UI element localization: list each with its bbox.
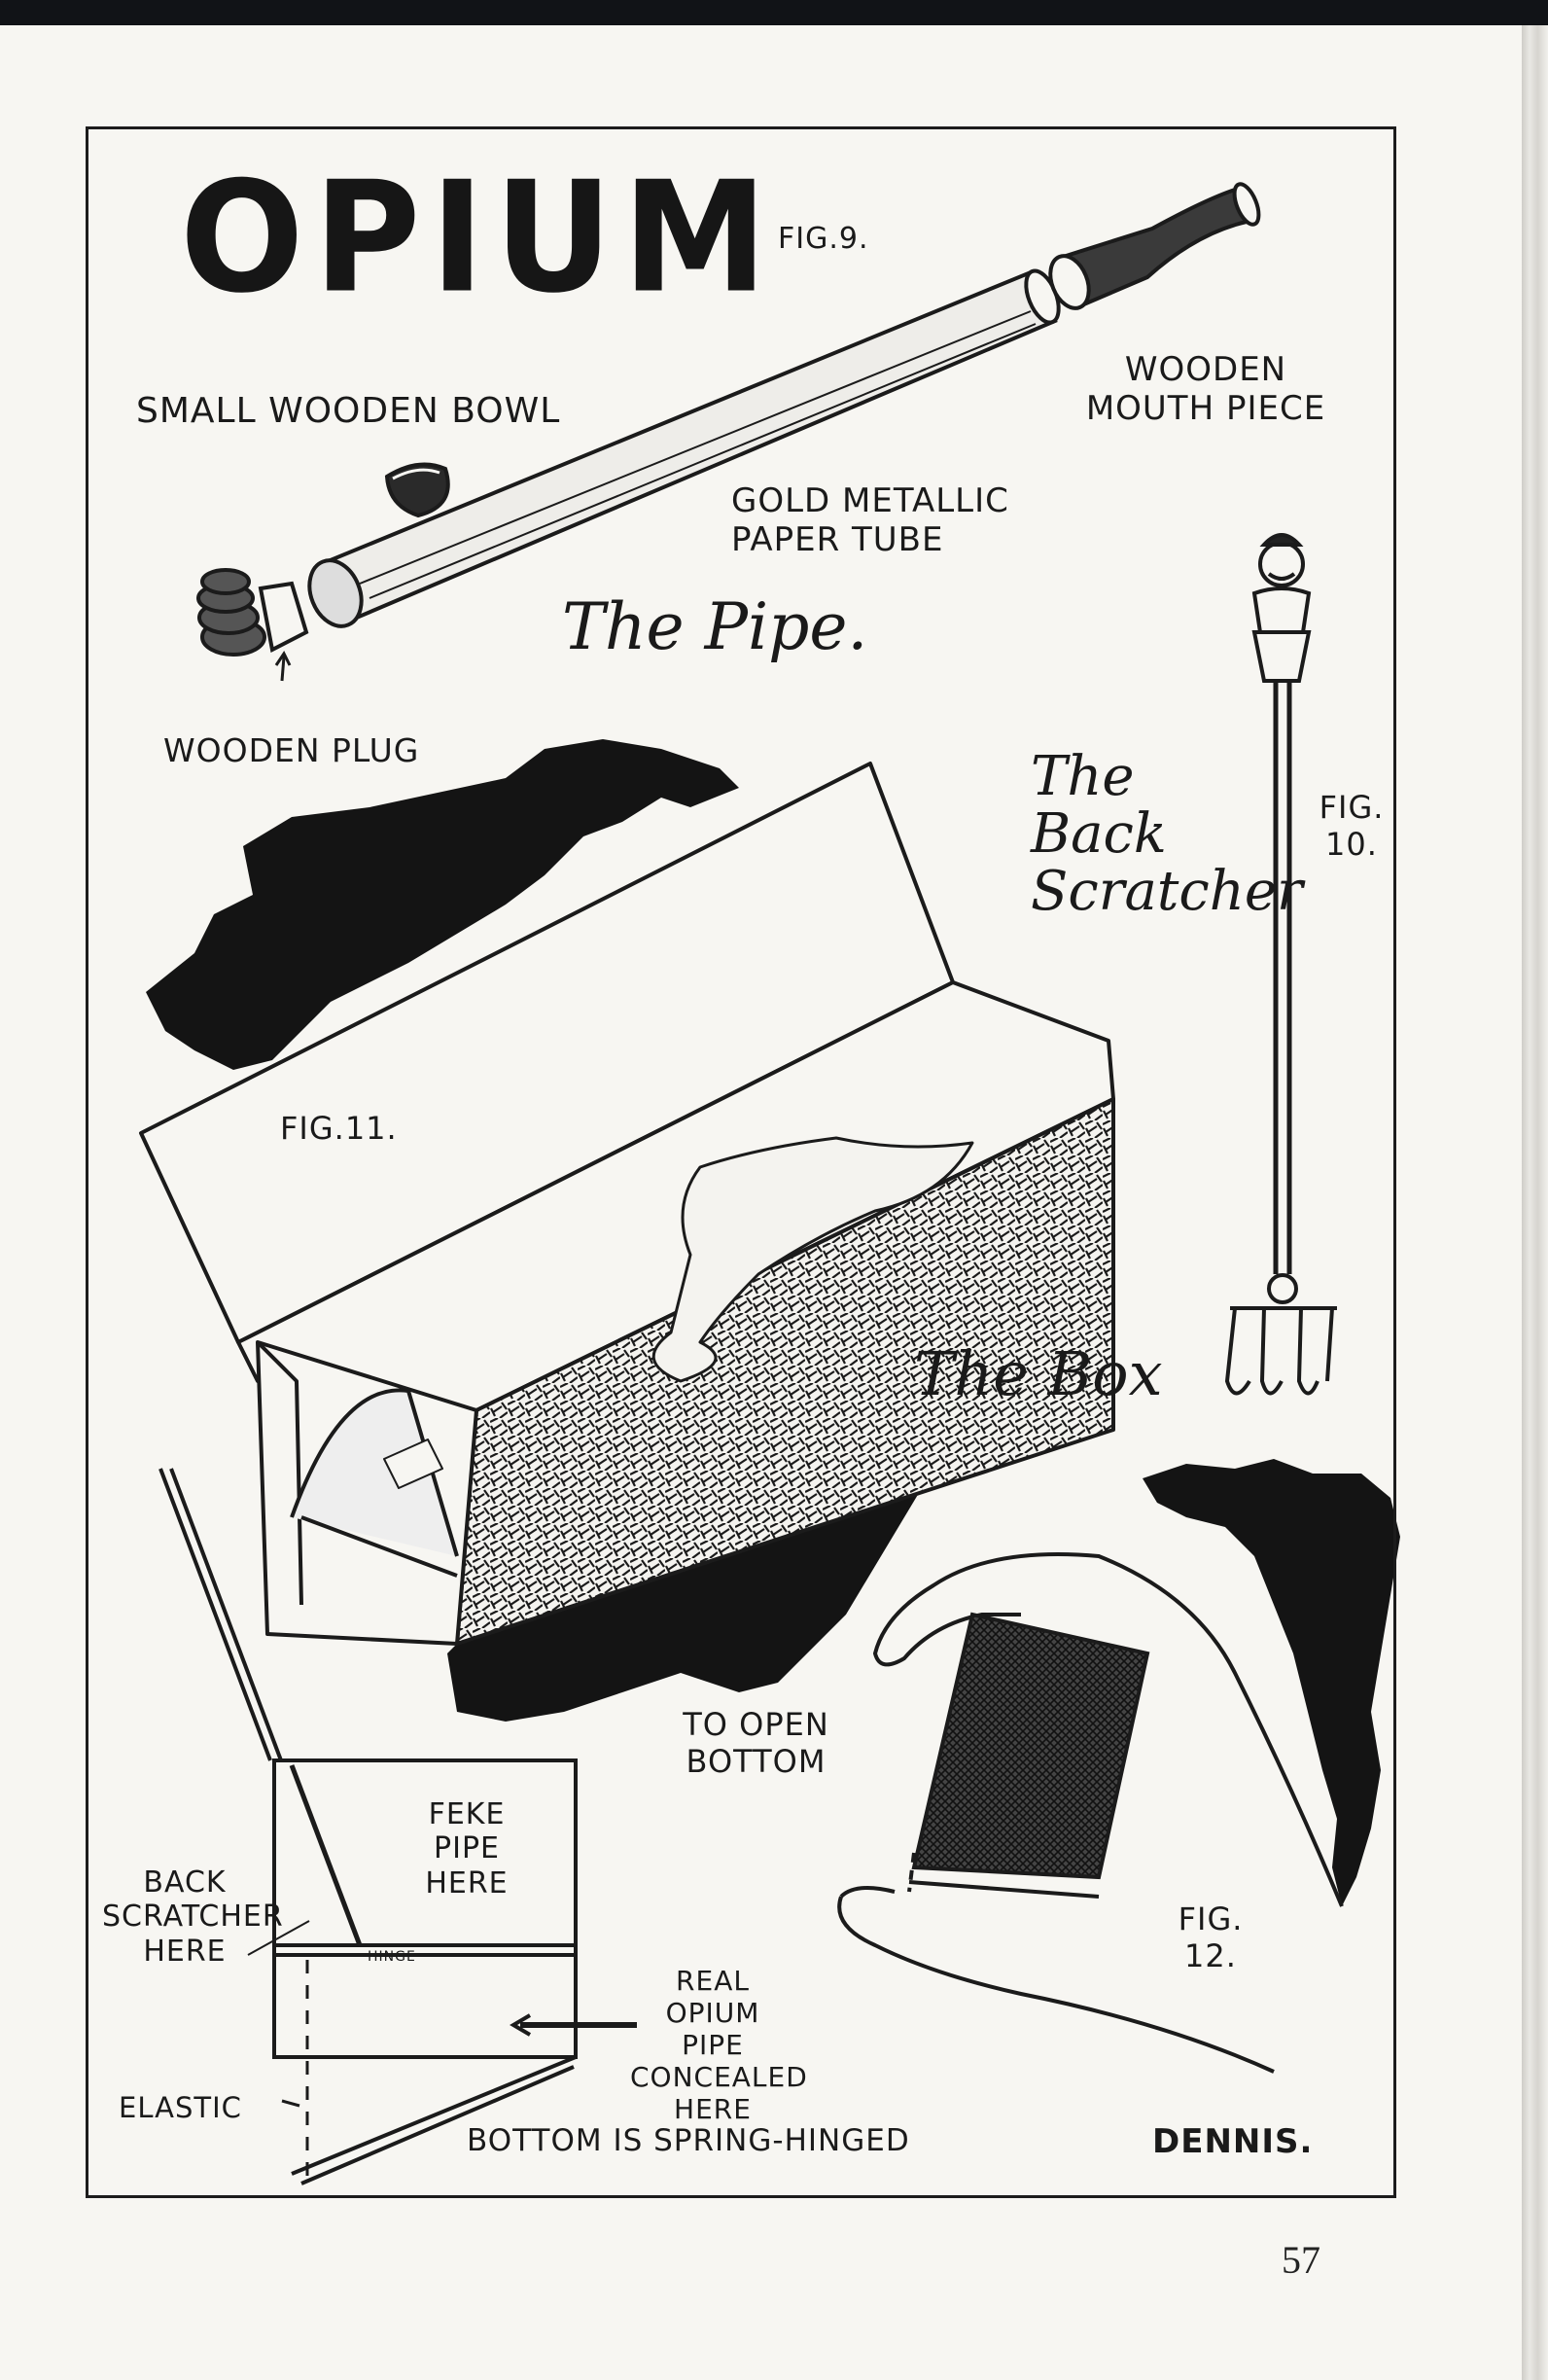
page-edge	[1522, 25, 1548, 2380]
real-opium-pipe-label: REAL OPIUM PIPE CONCEALED HERE	[630, 1965, 808, 2126]
elastic-label: ELASTIC	[119, 2091, 242, 2124]
box-drawing	[139, 762, 1115, 1646]
paper-tube-label: GOLD METALLIC PAPER TUBE	[731, 481, 1009, 560]
mouth-piece-label: WOODEN MOUTH PIECE	[1085, 350, 1326, 429]
page-title: OPIUM	[180, 149, 778, 328]
to-open-bottom-label: TO OPEN BOTTOM	[683, 1706, 829, 1780]
the-pipe-caption: The Pipe.	[562, 589, 868, 664]
hand-drawing	[837, 1552, 1344, 2074]
wooden-plug-label: WOODEN PLUG	[163, 731, 420, 769]
section-diagram	[158, 1468, 637, 2185]
fig-10-label: FIG. 10.	[1319, 789, 1385, 863]
pipe-drawing	[196, 182, 1261, 682]
small-bowl-label: SMALL WOODEN BOWL	[136, 391, 561, 431]
fig-9-label: FIG.9.	[778, 222, 869, 256]
the-back-scratcher-caption: The Back Scratcher	[1031, 745, 1303, 923]
spring-hinged-caption: BOTTOM IS SPRING-HINGED	[467, 2123, 910, 2158]
back-scratcher-here-label: BACK SCRATCHER HERE	[102, 1865, 284, 1969]
feke-pipe-label: FEKE PIPE HERE	[425, 1797, 509, 1900]
fig-12-label: FIG. 12.	[1178, 1900, 1244, 1974]
the-box-caption: The Box	[914, 1338, 1163, 1409]
fig-11-label: FIG.11.	[280, 1110, 398, 1147]
hinge-label: HINGE	[368, 1949, 416, 1965]
back-scratcher-drawing	[1224, 533, 1337, 1396]
artist-signature: DENNIS.	[1152, 2122, 1314, 2161]
illustration-frame	[86, 126, 1396, 2198]
page-number: 57	[1282, 2238, 1320, 2282]
